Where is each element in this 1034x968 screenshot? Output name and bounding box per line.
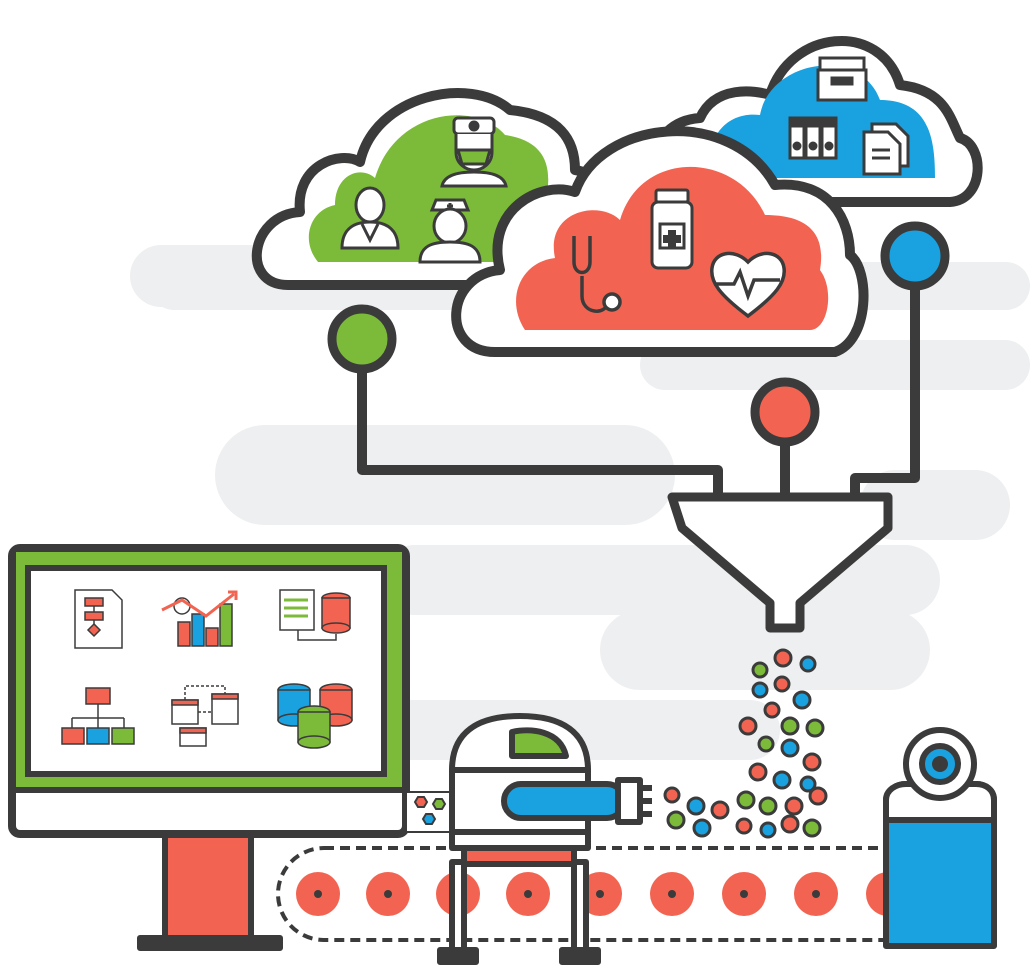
data-particles [663,648,828,839]
medical-cloud [451,126,869,357]
green-node [327,304,397,374]
flowchart-document-icon [74,589,123,649]
folder-hierarchy-icon [61,687,135,745]
nurse-icon [418,198,482,264]
analytics-chart-icon [161,590,238,647]
documents-icon [862,122,910,176]
data-pipes [357,285,920,497]
conveyor-belt [276,846,942,942]
monitor-tiles [61,589,353,749]
archive-box-icon [816,56,868,102]
surgeon-icon [440,116,508,188]
monitor-stand [137,829,283,951]
heartbeat-icon [710,251,786,319]
records-cloud [648,36,983,207]
stethoscope-icon [572,236,622,313]
robot-arm [437,713,652,965]
medicine-bottle-icon [650,188,694,270]
binders-icon [788,116,838,160]
scanner-camera [883,727,997,949]
funnel [667,492,893,633]
database-stack-icon [277,683,353,749]
table-mapping-icon [171,685,239,747]
doctor-icon [340,186,400,250]
blue-node [880,221,950,291]
document-database-icon [279,589,351,641]
red-node [750,377,820,447]
pipe-nodes [327,221,950,447]
